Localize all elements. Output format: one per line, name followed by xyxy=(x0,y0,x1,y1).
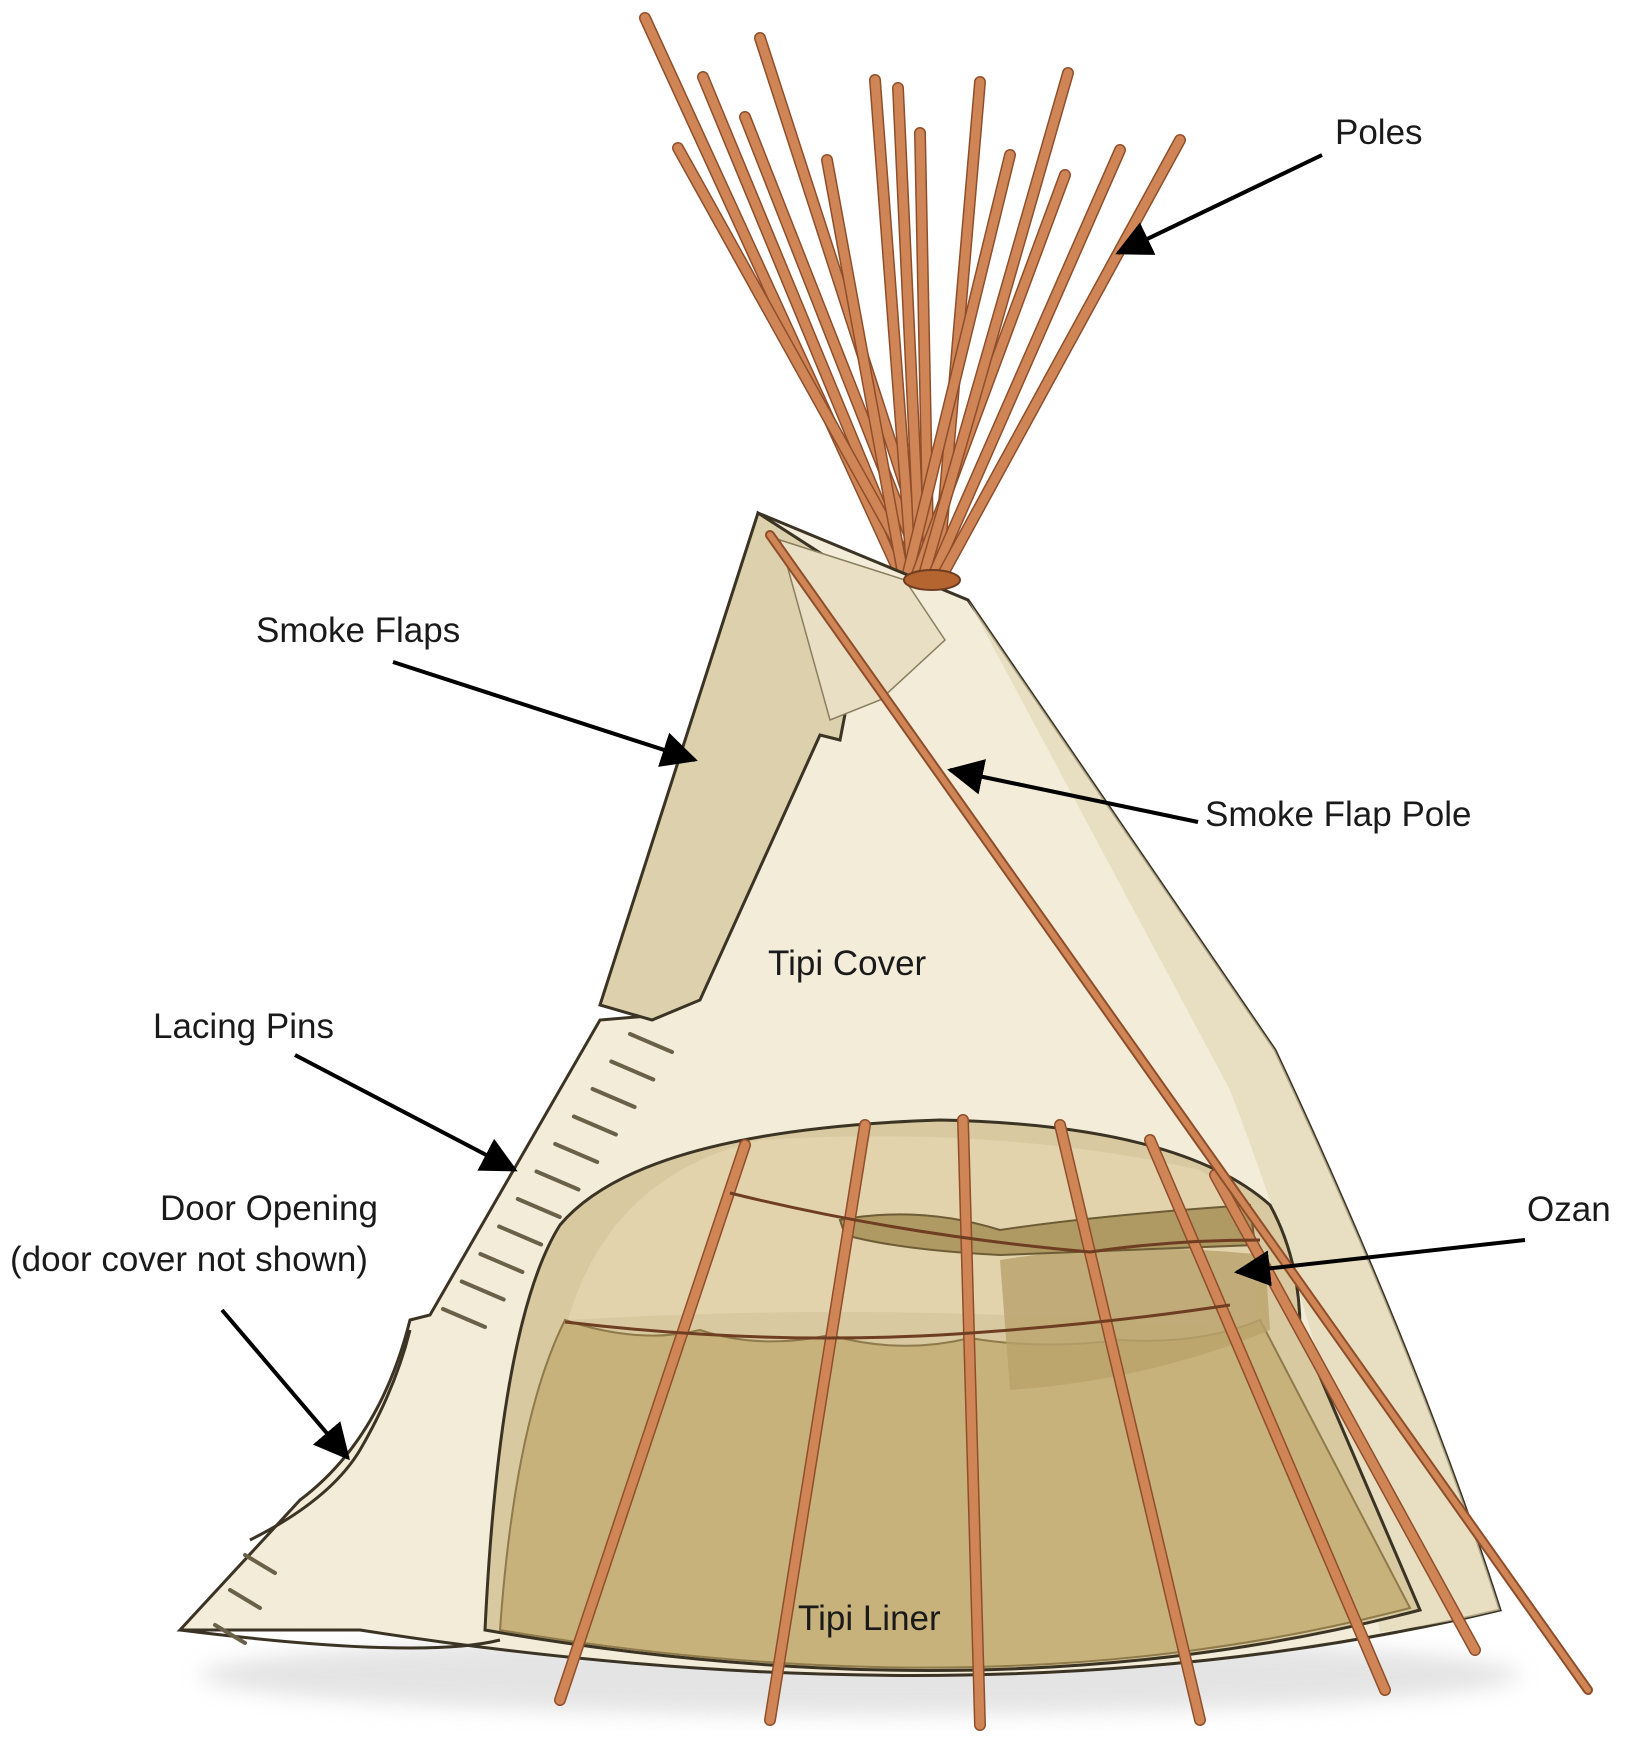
label-ozan: Ozan xyxy=(1527,1190,1611,1229)
top-lashing xyxy=(904,570,960,590)
label-smoke-flap-pole: Smoke Flap Pole xyxy=(1205,795,1472,834)
arrow-smoke-flaps xyxy=(393,662,695,760)
arrow-lacing-pins xyxy=(295,1055,515,1170)
label-door-opening: Door Opening xyxy=(160,1189,378,1228)
label-door-cover-note: (door cover not shown) xyxy=(10,1240,368,1279)
label-tipi-cover: Tipi Cover xyxy=(768,944,927,983)
label-poles: Poles xyxy=(1335,113,1423,152)
label-tipi-liner: Tipi Liner xyxy=(798,1599,941,1638)
label-lacing-pins: Lacing Pins xyxy=(153,1007,334,1046)
arrow-door-opening xyxy=(222,1310,348,1458)
poles-group xyxy=(645,18,1180,585)
label-smoke-flaps: Smoke Flaps xyxy=(256,611,460,650)
tipi-liner xyxy=(500,1320,1410,1668)
